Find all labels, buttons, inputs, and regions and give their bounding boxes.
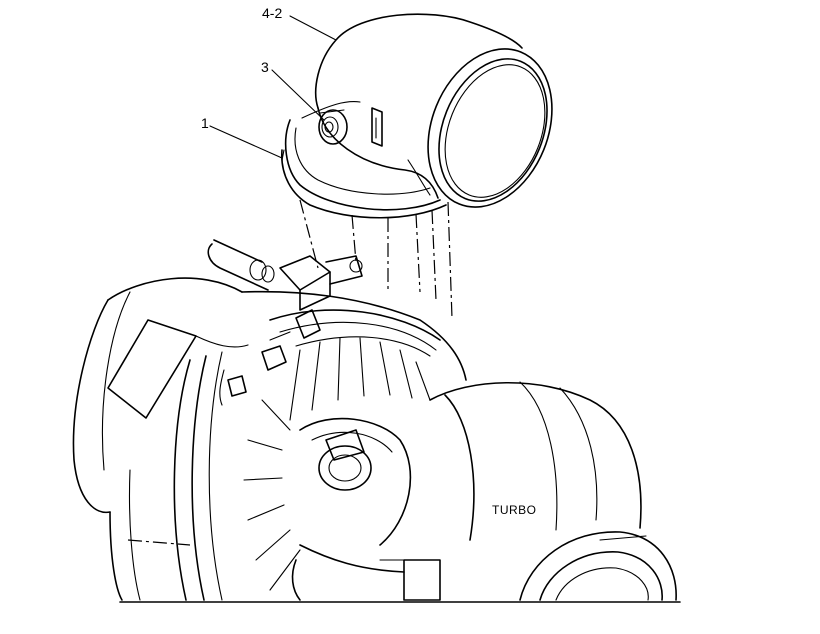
- leader-line-1: [209, 125, 283, 159]
- elbow-part: [314, 13, 553, 208]
- callout-4-2: 4-2: [262, 5, 282, 21]
- turbo-body-label: TURBO: [492, 503, 537, 517]
- clamp-ring-part: [281, 101, 447, 219]
- leader-line-3: [271, 69, 325, 121]
- callout-leaders: [209, 15, 337, 159]
- turbocharger-assembly: [72, 239, 681, 603]
- leader-line-4-2: [289, 15, 337, 41]
- turbine-spokes: [243, 337, 431, 591]
- alignment-lines: [299, 199, 453, 319]
- callout-3: 3: [261, 59, 269, 75]
- callout-1: 1: [201, 115, 209, 131]
